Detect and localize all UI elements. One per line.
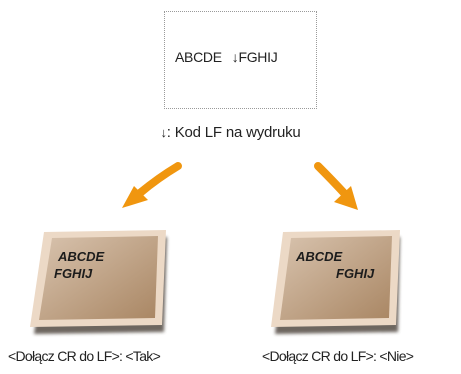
printed-paper-with-cr-icon xyxy=(30,230,167,334)
right-paper-line-1: ABCDE xyxy=(296,249,343,264)
arrow-left-icon xyxy=(122,162,182,208)
source-text-before: ABCDE xyxy=(175,49,222,65)
left-paper-line-1: ABCDE xyxy=(58,249,105,264)
legend-label: : Kod LF na wydruku xyxy=(166,124,301,141)
legend: ↓: Kod LF na wydruku xyxy=(0,124,461,141)
source-print-sample-text: ABCDE ↓FGHIJ xyxy=(175,49,278,65)
source-text-after: FGHIJ xyxy=(238,49,278,65)
right-paper-line-2: FGHIJ xyxy=(336,266,375,281)
legend-lf-icon: ↓ xyxy=(160,125,167,140)
caption-append-cr-yes: <Dołącz CR do LF>: <Tak> xyxy=(8,348,161,364)
caption-append-cr-no: <Dołącz CR do LF>: <Nie> xyxy=(262,348,414,364)
lf-code-icon: ↓ xyxy=(231,49,239,65)
arrow-right-icon xyxy=(314,162,358,210)
printed-paper-without-cr-icon xyxy=(271,230,400,334)
left-paper-line-2: FGHIJ xyxy=(54,266,93,281)
source-print-sample-box xyxy=(164,11,317,109)
